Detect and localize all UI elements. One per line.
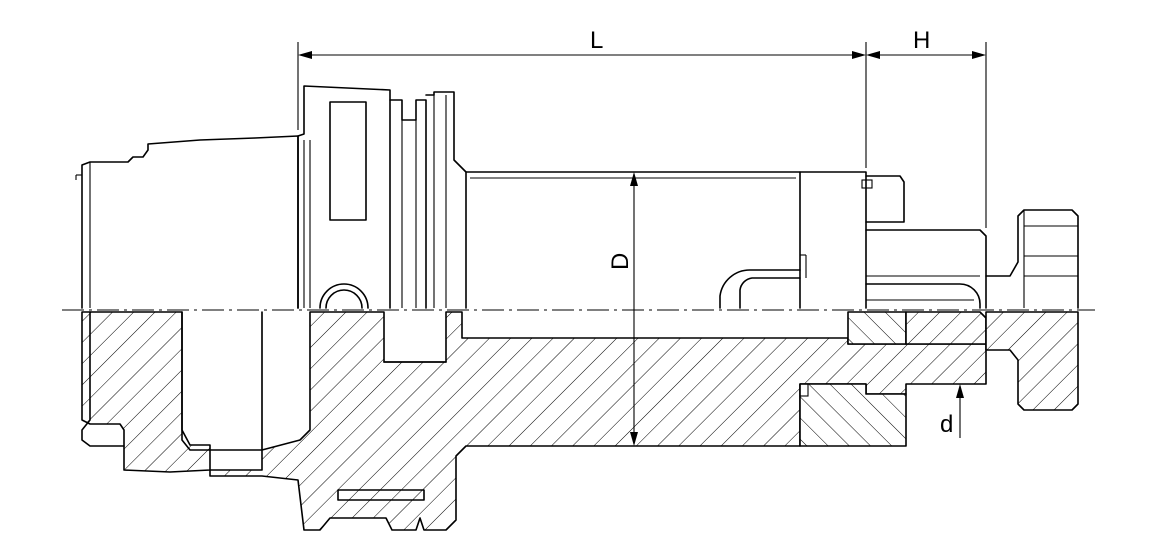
dimension-label-D: D (607, 253, 634, 270)
dimension-d (956, 384, 964, 438)
dimension-label-H: H (913, 27, 930, 54)
lower-section (81, 311, 1079, 531)
dimension-label-L: L (590, 27, 603, 54)
dimension-label-d: d (940, 411, 953, 438)
dimension-H (866, 42, 987, 228)
upper-outline (75, 85, 1079, 309)
dimension-D (630, 172, 638, 446)
dimension-L (297, 42, 867, 168)
